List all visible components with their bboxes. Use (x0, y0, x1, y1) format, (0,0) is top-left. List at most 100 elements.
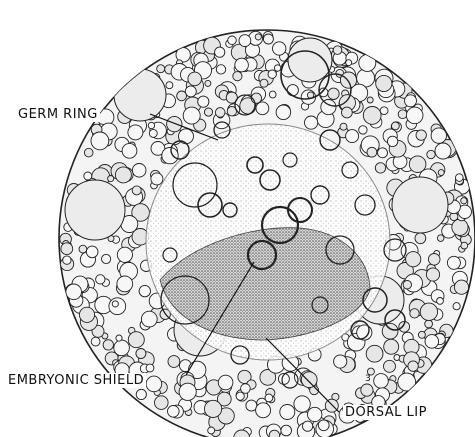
yolk-globule (382, 323, 398, 339)
yolk-globule (215, 108, 225, 118)
yolk-globule (305, 116, 318, 129)
yolk-globule (102, 254, 111, 263)
yolk-globule (208, 427, 215, 434)
yolk-globule (410, 309, 419, 318)
yolk-globule (333, 46, 342, 55)
yolk-globule (281, 425, 292, 436)
yolk-globule (79, 307, 94, 322)
yolk-globule (325, 399, 338, 412)
yolk-globule (136, 389, 146, 399)
yolk-globule (415, 233, 426, 244)
yolk-globule (408, 361, 418, 371)
yolk-globule (185, 86, 196, 97)
yolk-globule (155, 396, 169, 410)
yolk-globule (65, 180, 125, 240)
yolk-globule (374, 374, 389, 389)
yolk-globule (416, 130, 426, 140)
yolk-globule (116, 335, 122, 341)
yolk-globule (384, 339, 399, 354)
yolk-globule (452, 219, 468, 235)
yolk-globule (405, 95, 417, 107)
yolk-globule (263, 34, 273, 44)
yolk-globule (359, 126, 367, 134)
yolk-globule (141, 311, 157, 327)
yolk-globule (461, 242, 468, 249)
yolk-globule (273, 42, 286, 55)
yolk-globule (346, 60, 352, 66)
yolk-globule (406, 252, 421, 267)
yolk-globule (367, 147, 377, 157)
yolk-globule (454, 280, 468, 294)
yolk-globule (216, 65, 225, 74)
yolk-globule (274, 65, 280, 71)
yolk-globule (255, 34, 261, 40)
yolk-globule (346, 130, 359, 143)
yolk-globule (157, 65, 165, 73)
yolk-globule (265, 394, 273, 402)
yolk-globule (287, 85, 298, 96)
yolk-globule (428, 253, 440, 265)
yolk-globule (269, 91, 276, 98)
yolk-globule (334, 355, 347, 368)
yolk-globule (168, 406, 180, 418)
yolk-globule (427, 150, 435, 158)
yolk-globule (146, 364, 154, 372)
yolk-globule (260, 79, 268, 87)
yolk-globule (425, 335, 439, 349)
yolk-globule (418, 331, 425, 338)
yolk-globule (204, 108, 212, 116)
yolk-globule (303, 421, 313, 431)
yolk-globule (340, 123, 347, 130)
yolk-globule (376, 75, 392, 91)
yolk-globule (398, 373, 416, 391)
yolk-globule (183, 107, 200, 124)
yolk-globule (384, 360, 396, 372)
yolk-globule (151, 173, 163, 185)
yolk-globule (108, 176, 114, 182)
yolk-globule (367, 97, 373, 103)
yolk-globule (66, 284, 82, 300)
yolk-globule (91, 132, 109, 150)
yolk-globule (456, 174, 464, 182)
yolk-globule (406, 107, 423, 124)
yolk-globule (380, 107, 388, 115)
yolk-globule (431, 128, 446, 143)
yolk-globule (294, 396, 310, 412)
yolk-globule (228, 36, 237, 45)
yolk-globule (149, 129, 157, 137)
yolk-globule (114, 69, 166, 121)
yolk-globule (117, 247, 132, 262)
yolk-globule (241, 384, 251, 394)
yolk-globule (321, 100, 336, 115)
yolk-globule (239, 35, 251, 47)
yolk-globule (288, 38, 332, 82)
yolk-globule (146, 376, 162, 392)
yolk-globule (453, 303, 460, 310)
yolk-globule (148, 122, 154, 128)
yolk-globule (114, 340, 130, 356)
yolk-globule (426, 268, 439, 281)
yolk-globule (84, 148, 93, 157)
yolk-globule (84, 172, 92, 180)
yolk-globule (91, 337, 100, 346)
yolk-globule (375, 163, 385, 173)
yolk-globule (378, 148, 388, 158)
yolk-globule (318, 420, 329, 431)
yolk-globule (308, 407, 322, 421)
yolk-globule (420, 303, 437, 320)
yolk-globule (205, 400, 222, 417)
embryonic-shield-label: EMBRYONIC SHIELD (6, 373, 146, 388)
yolk-globule (387, 136, 397, 146)
yolk-globule (276, 105, 291, 120)
yolk-globule (179, 383, 196, 400)
yolk-globule (79, 245, 87, 253)
yolk-globule (188, 72, 202, 86)
yolk-globule (398, 110, 407, 119)
yolk-globule (363, 107, 381, 125)
yolk-globule (359, 54, 376, 71)
yolk-globule (112, 301, 118, 307)
yolk-globule (117, 276, 133, 292)
yolk-globule (437, 235, 444, 242)
yolk-globule (218, 375, 233, 390)
yolk-globule (86, 246, 98, 258)
